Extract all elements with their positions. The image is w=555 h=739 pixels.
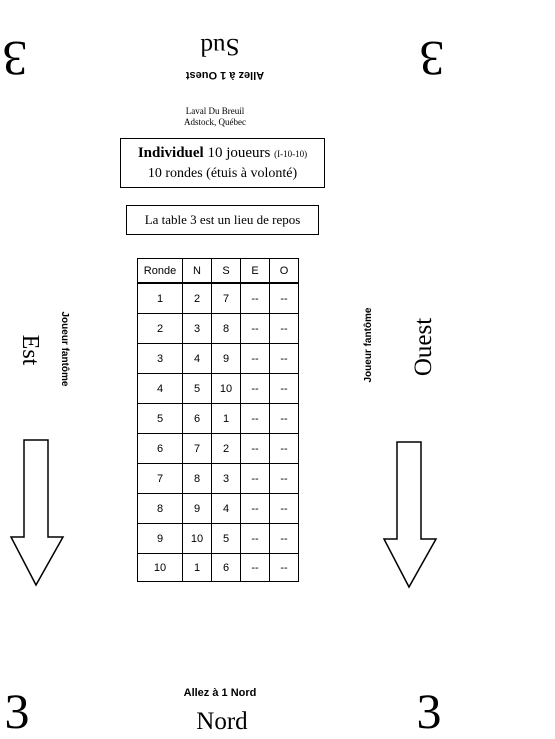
top-table-number-left: 3 — [2, 31, 28, 87]
cell-n: 3 — [182, 313, 212, 344]
cell-o: -- — [269, 373, 299, 404]
table-row: 2 3 8 -- -- — [137, 313, 299, 344]
cell-round: 3 — [137, 343, 183, 374]
left-down-arrow-icon — [9, 439, 65, 587]
cell-s: 9 — [211, 343, 241, 374]
top-move-instruction: Allez à 1 Ouest — [185, 69, 265, 81]
table-row: 4 5 10 -- -- — [137, 373, 299, 404]
table-row: 8 9 4 -- -- — [137, 493, 299, 524]
table-row: 6 7 2 -- -- — [137, 433, 299, 464]
cell-n: 7 — [182, 433, 212, 464]
cell-s: 2 — [211, 433, 241, 464]
cell-o: -- — [269, 403, 299, 434]
cell-e: -- — [240, 313, 270, 344]
cell-s: 8 — [211, 313, 241, 344]
organizer-block: Laval Du Breuil Adstock, Québec — [150, 106, 280, 128]
right-ghost-label: Joueur fantôme — [363, 307, 374, 383]
cell-s: 6 — [211, 553, 241, 582]
cell-s: 4 — [211, 493, 241, 524]
cell-o: -- — [269, 553, 299, 582]
event-rounds: 10 rondes (étuis à volonté) — [147, 166, 298, 181]
table-row: 7 8 3 -- -- — [137, 463, 299, 494]
header-round: Ronde — [137, 258, 183, 284]
cell-s: 3 — [211, 463, 241, 494]
cell-n: 2 — [182, 282, 212, 314]
cell-n: 4 — [182, 343, 212, 374]
event-box: Individuel 10 joueurs (I-10-10) 10 ronde… — [120, 138, 325, 188]
cell-n: 9 — [182, 493, 212, 524]
bottom-move-instruction: Allez à 1 Nord — [183, 687, 257, 699]
top-direction-label: Sud — [200, 33, 240, 60]
cell-e: -- — [240, 282, 270, 314]
table-row: 10 1 6 -- -- — [137, 553, 299, 582]
left-ghost-label: Joueur fantôme — [59, 311, 70, 387]
cell-e: -- — [240, 463, 270, 494]
cell-s: 7 — [211, 282, 241, 314]
cell-round: 9 — [137, 523, 183, 554]
header-n: N — [182, 258, 212, 284]
cell-e: -- — [240, 433, 270, 464]
cell-round: 10 — [137, 553, 183, 582]
cell-s: 10 — [211, 373, 241, 404]
cell-o: -- — [269, 433, 299, 464]
cell-round: 6 — [137, 433, 183, 464]
schedule-header-row: Ronde N S E O — [137, 258, 299, 284]
table-row: 5 6 1 -- -- — [137, 403, 299, 434]
left-direction-label: Est — [17, 334, 43, 366]
table-row: 3 4 9 -- -- — [137, 343, 299, 374]
cell-e: -- — [240, 493, 270, 524]
cell-o: -- — [269, 463, 299, 494]
cell-e: -- — [240, 343, 270, 374]
schedule-table: Ronde N S E O 1 2 7 -- -- 2 3 8 -- -- 3 … — [137, 258, 299, 582]
cell-n: 5 — [182, 373, 212, 404]
organizer-location: Adstock, Québec — [184, 117, 246, 127]
cell-n: 6 — [182, 403, 212, 434]
event-players: 10 joueurs — [207, 145, 271, 161]
table-row: 1 2 7 -- -- — [137, 282, 299, 314]
bottom-direction-label: Nord — [196, 708, 248, 735]
header-o: O — [269, 258, 299, 284]
organizer-name: Laval Du Breuil — [185, 106, 245, 116]
bottom-table-number-right: 3 — [416, 683, 442, 739]
rest-notice: La table 3 est un lieu de repos — [126, 205, 319, 235]
header-e: E — [240, 258, 270, 284]
cell-round: 2 — [137, 313, 183, 344]
bottom-table-number-left: 3 — [4, 683, 30, 739]
cell-e: -- — [240, 403, 270, 434]
cell-round: 1 — [137, 282, 183, 314]
cell-e: -- — [240, 553, 270, 582]
cell-round: 4 — [137, 373, 183, 404]
header-s: S — [211, 258, 241, 284]
table-row: 9 10 5 -- -- — [137, 523, 299, 554]
event-code: (I-10-10) — [274, 149, 308, 159]
right-direction-label: Ouest — [410, 317, 437, 377]
right-down-arrow-icon — [382, 441, 438, 589]
cell-n: 1 — [182, 553, 212, 582]
cell-o: -- — [269, 282, 299, 314]
cell-round: 7 — [137, 463, 183, 494]
cell-o: -- — [269, 493, 299, 524]
cell-round: 5 — [137, 403, 183, 434]
top-table-number-right: 3 — [419, 31, 445, 87]
cell-o: -- — [269, 523, 299, 554]
cell-e: -- — [240, 523, 270, 554]
cell-s: 1 — [211, 403, 241, 434]
cell-e: -- — [240, 373, 270, 404]
cell-round: 8 — [137, 493, 183, 524]
cell-s: 5 — [211, 523, 241, 554]
cell-o: -- — [269, 313, 299, 344]
cell-n: 8 — [182, 463, 212, 494]
cell-o: -- — [269, 343, 299, 374]
cell-n: 10 — [182, 523, 212, 554]
event-type: Individuel — [137, 145, 204, 161]
